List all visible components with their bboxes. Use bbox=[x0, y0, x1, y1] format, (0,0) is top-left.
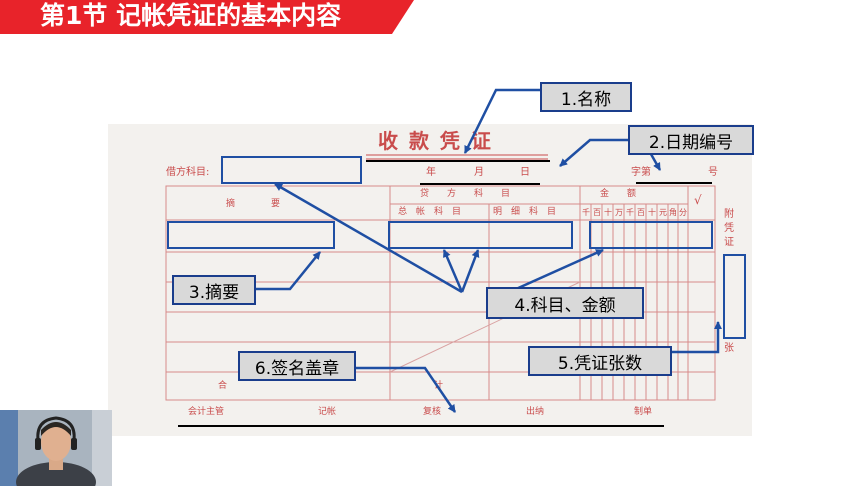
voucher-count-highlight bbox=[723, 254, 746, 339]
digit-header: 百 bbox=[593, 208, 601, 217]
digit-header: 角 bbox=[669, 208, 677, 217]
slide-title: 第1节 记帐凭证的基本内容 bbox=[40, 1, 342, 30]
sheets-label: 张 bbox=[724, 343, 734, 354]
debit-account-highlight bbox=[221, 156, 362, 184]
number-suffix-label: 号 bbox=[708, 167, 718, 178]
banner-shape bbox=[0, 0, 414, 34]
account-highlight bbox=[388, 221, 573, 249]
digit-header: 千 bbox=[582, 208, 590, 217]
digit-header: 十 bbox=[648, 208, 656, 217]
digit-header: 元 bbox=[659, 208, 667, 217]
signature-accountant: 会计主管 bbox=[188, 407, 225, 417]
detail-account-header: 明 细 科 目 bbox=[493, 207, 557, 217]
summary-header: 摘 要 bbox=[226, 199, 281, 209]
presenter-video bbox=[0, 410, 112, 486]
signature-preparer: 制单 bbox=[634, 407, 653, 417]
attachment-label: 附凭证 bbox=[724, 209, 734, 248]
number-prefix-label: 字第 bbox=[631, 167, 651, 178]
callout-date-number: 2.日期编号 bbox=[628, 125, 754, 155]
total-label: 合 计 bbox=[218, 381, 444, 391]
summary-highlight bbox=[167, 221, 335, 249]
digit-header: 十 bbox=[604, 208, 612, 217]
general-ledger-header: 总 帐 科 目 bbox=[398, 207, 462, 217]
amount-header: 金 额 bbox=[600, 189, 637, 199]
callout-summary: 3.摘要 bbox=[172, 275, 256, 305]
digit-header: 万 bbox=[615, 208, 623, 217]
signature-bookkeeper: 记帐 bbox=[318, 407, 337, 417]
callout-account-amount: 4.科目、金额 bbox=[486, 287, 644, 319]
amount-highlight bbox=[589, 221, 713, 249]
presenter-figure bbox=[0, 410, 112, 486]
signature-cashier: 出纳 bbox=[526, 407, 545, 417]
callout-name: 1.名称 bbox=[540, 82, 632, 112]
credit-account-header: 贷 方 科 目 bbox=[420, 189, 511, 199]
title-banner: 第1节 记帐凭证的基本内容 bbox=[0, 0, 414, 34]
year-label: 年 bbox=[426, 167, 436, 178]
check-mark: √ bbox=[694, 193, 702, 207]
digit-header: 千 bbox=[626, 208, 634, 217]
signature-reviewer: 复核 bbox=[423, 407, 442, 417]
callout-voucher-count: 5.凭证张数 bbox=[528, 346, 672, 376]
day-label: 日 bbox=[520, 167, 530, 178]
digit-header: 百 bbox=[637, 208, 645, 217]
callout-signature: 6.签名盖章 bbox=[238, 351, 356, 381]
digit-header: 分 bbox=[679, 208, 687, 217]
voucher-title: 收 款 凭 证 bbox=[378, 129, 493, 153]
debit-account-label: 借方科目: bbox=[166, 167, 210, 178]
month-label: 月 bbox=[474, 167, 484, 178]
